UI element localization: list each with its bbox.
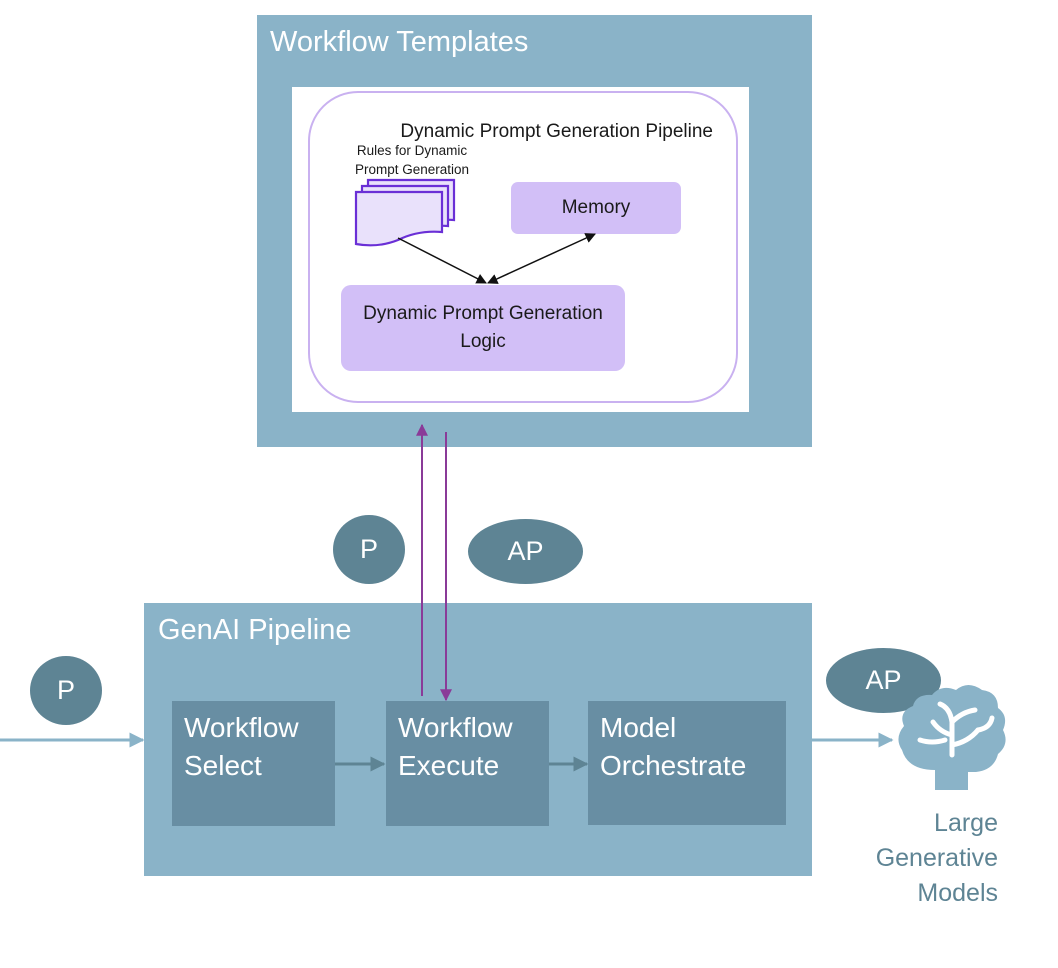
- memory-node: Memory: [511, 182, 681, 234]
- input-prompt-oval: P: [30, 656, 102, 725]
- workflow-execute-step: Workflow Execute: [386, 701, 549, 826]
- workflow-execute-label: Workflow Execute: [398, 712, 513, 781]
- prompt-oval-label: P: [359, 534, 378, 564]
- dynamic-prompt-pipeline-frame: [308, 91, 738, 403]
- workflow-templates-title: Workflow Templates: [270, 26, 529, 58]
- output-augmented-prompt-oval-label: AP: [865, 665, 902, 695]
- augmented-prompt-oval: AP: [468, 519, 583, 584]
- memory-label: Memory: [561, 197, 631, 218]
- input-prompt-oval-label: P: [56, 675, 75, 705]
- model-orchestrate-step: Model Orchestrate: [588, 701, 786, 825]
- output-augmented-prompt-oval: AP: [826, 648, 941, 713]
- workflow-select-step: Workflow Select: [172, 701, 335, 826]
- prompt-oval: P: [333, 515, 405, 584]
- rules-label: Rules for Dynamic Prompt Generation: [354, 143, 470, 177]
- large-generative-models-label: Large Generative Models: [875, 809, 998, 907]
- prompt-logic-node: Dynamic Prompt Generation Logic: [341, 285, 625, 371]
- augmented-prompt-oval-label: AP: [507, 536, 544, 566]
- workflow-select-label: Workflow Select: [184, 712, 299, 781]
- prompt-logic-label: Dynamic Prompt Generation Logic: [363, 303, 603, 352]
- model-orchestrate-label: Model Orchestrate: [600, 712, 747, 781]
- dynamic-prompt-pipeline-title: Dynamic Prompt Generation Pipeline: [400, 121, 713, 142]
- genai-pipeline-title: GenAI Pipeline: [158, 614, 352, 646]
